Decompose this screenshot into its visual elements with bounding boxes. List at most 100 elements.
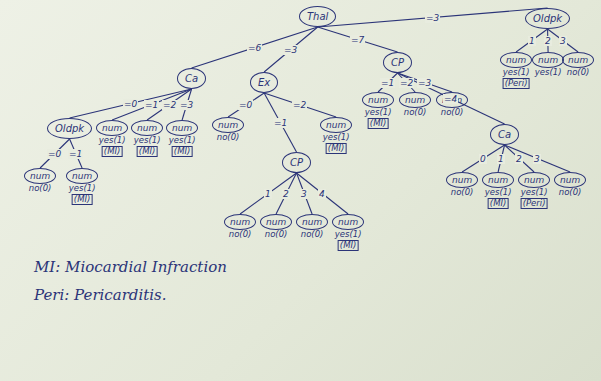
leaf-node: numyes(1)(Peri) (500, 52, 532, 68)
diagnosis-tag: (MI) (338, 240, 358, 252)
branch-value: 1 (528, 36, 536, 46)
node-label: num (230, 217, 250, 227)
leaf-result: no(0) (265, 229, 288, 240)
diagnosis-tag: (MI) (368, 118, 388, 130)
branch-line (70, 89, 192, 118)
branch-line (318, 27, 398, 52)
branch-value: =3 (425, 13, 440, 23)
result-value: yes(1) (169, 136, 196, 146)
node-label: num (30, 171, 50, 181)
leaf-node: numyes(1)(MI) (166, 120, 198, 136)
legend-note: Peri: Pericarditis. (34, 286, 167, 304)
result-value: yes(1) (485, 188, 512, 198)
node-label: num (568, 55, 588, 65)
leaf-result: no(0) (441, 107, 464, 118)
branch-line (318, 8, 548, 27)
node-label: Oldpk (533, 13, 562, 24)
result-value: yes(1) (503, 68, 530, 78)
leaf-result: no(0) (29, 183, 52, 194)
branch-line (297, 173, 349, 214)
leaf-result: yes(1)(MI) (323, 132, 350, 154)
branch-value: =0 (123, 99, 138, 109)
branch-line (548, 29, 579, 52)
leaf-result: no(0) (229, 229, 252, 240)
leaf-node: numno(0) (562, 52, 594, 68)
leaf-result: yes(1)(Peri) (521, 187, 548, 209)
diagnosis-tag: (MI) (326, 143, 346, 155)
leaf-node: numno(0) (212, 117, 244, 133)
leaf-result: yes(1)(MI) (169, 135, 196, 157)
branch-value: =3 (417, 78, 432, 88)
branch-line (516, 29, 547, 52)
branch-value: =4 (443, 94, 458, 104)
branch-line (398, 73, 453, 92)
leaf-result: yes(1)(MI) (365, 107, 392, 129)
branch-value: 0 (479, 154, 487, 164)
diagnosis-tag: (MI) (172, 146, 192, 158)
result-value: no(0) (229, 230, 252, 240)
branch-value: =2 (292, 100, 307, 110)
branch-line (264, 93, 336, 117)
leaf-node: numno(0) (554, 172, 586, 188)
node-label: num (326, 120, 346, 130)
diagnosis-tag: (Peri) (503, 78, 530, 90)
leaf-node: numyes(1)(MI) (320, 117, 352, 133)
leaf-node: numyes(1)(MI) (482, 172, 514, 188)
legend-note: MI: Miocardial Infraction (34, 258, 227, 276)
node-label: num (172, 123, 192, 133)
leaf-node: numyes(1)(MI) (66, 168, 98, 184)
result-value: no(0) (301, 230, 324, 240)
branch-value: 3 (559, 36, 567, 46)
leaf-result: yes(1)(MI) (134, 135, 161, 157)
branch-value: =1 (144, 100, 159, 110)
result-value: yes(1) (99, 136, 126, 146)
node-label: num (368, 95, 388, 105)
diagnosis-tag: (MI) (488, 198, 508, 210)
result-value: yes(1) (69, 184, 96, 194)
branch-value: 2 (515, 154, 523, 164)
leaf-result: yes(1)(Peri) (503, 67, 530, 89)
diagnosis-tag: (MI) (72, 194, 92, 206)
attribute-node: Ca (177, 68, 206, 89)
node-label: num (538, 55, 558, 65)
node-label: num (405, 95, 425, 105)
branch-value: =7 (350, 35, 365, 45)
node-label: num (452, 175, 472, 185)
leaf-result: no(0) (567, 67, 590, 78)
branch-value: =2 (399, 78, 414, 88)
leaf-result: yes(1) (535, 67, 562, 78)
leaf-node: numno(0) (296, 214, 328, 230)
leaf-node: numyes(1)(MI) (362, 92, 394, 108)
branch-value: =3 (283, 45, 298, 55)
node-label: num (218, 120, 238, 130)
attribute-node: Ex (250, 72, 278, 93)
leaf-result: no(0) (559, 187, 582, 198)
leaf-node: numyes(1)(MI) (96, 120, 128, 136)
leaf-node: numyes(1)(MI) (332, 214, 364, 230)
node-label: num (506, 55, 526, 65)
attribute-node: Ca (490, 124, 519, 145)
leaf-node: numno(0) (260, 214, 292, 230)
branch-value: 2 (544, 36, 552, 46)
result-value: no(0) (441, 108, 464, 118)
branch-value: 3 (300, 189, 308, 199)
node-label: num (338, 217, 358, 227)
leaf-node: numno(0) (224, 214, 256, 230)
result-value: no(0) (217, 133, 240, 143)
result-value: yes(1) (335, 230, 362, 240)
attribute-node: Oldpk (525, 8, 570, 29)
node-label: CP (391, 57, 404, 68)
attribute-node: CP (383, 52, 412, 73)
leaf-node: numyes(1)(Peri) (518, 172, 550, 188)
leaf-result: no(0) (301, 229, 324, 240)
branch-value: =2 (162, 100, 177, 110)
branch-value: =1 (68, 149, 83, 159)
leaf-result: yes(1)(MI) (99, 135, 126, 157)
branch-line (192, 27, 318, 68)
result-value: no(0) (265, 230, 288, 240)
leaf-node: numyes(1) (532, 52, 564, 68)
leaf-result: no(0) (217, 132, 240, 143)
branch-line (505, 145, 571, 172)
branch-value: =1 (273, 118, 288, 128)
